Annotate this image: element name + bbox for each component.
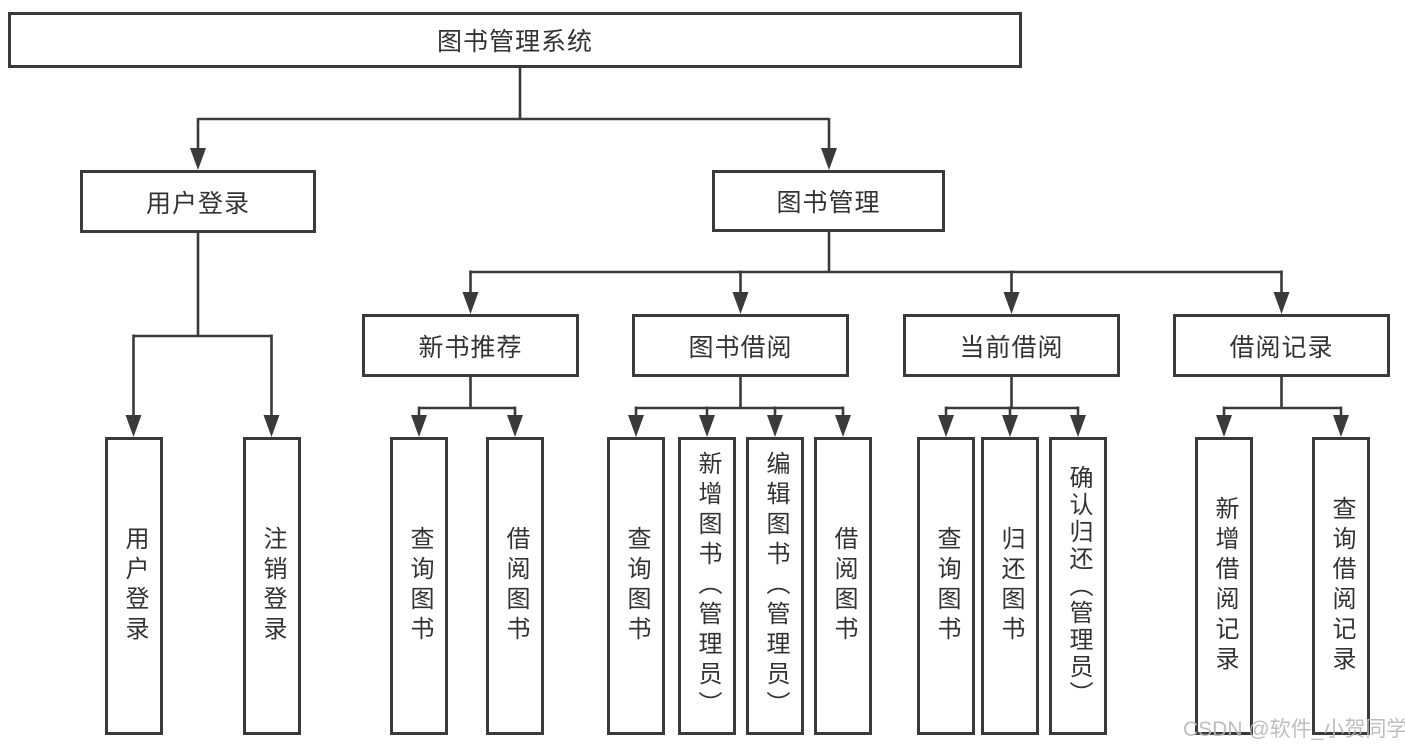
leaf-add-borrow-record: 新增借阅记录	[1195, 437, 1253, 735]
leaf-logout: 注销登录	[243, 437, 301, 735]
leaf-query-books-current: 查询图书	[917, 437, 975, 735]
connector-new-book-recommend-to-leaves	[417, 377, 517, 419]
node-label: 新书推荐	[418, 333, 523, 362]
arrow-down-icon	[628, 415, 644, 437]
node-library-management-system: 图书管理系统	[8, 12, 1022, 68]
leaf-edit-book-admin: 编辑图书（管理员）	[746, 437, 804, 735]
node-label: 查询图书	[623, 526, 650, 646]
arrow-down-icon	[1003, 292, 1020, 314]
node-label: 用户登录	[121, 526, 148, 646]
arrow-down-icon	[190, 148, 206, 170]
connector-user-login-to-leaves	[132, 233, 273, 418]
node-label: 新增图书（管理员）	[694, 451, 721, 721]
leaf-query-books-recommend: 查询图书	[390, 437, 448, 735]
node-label: 注销登录	[259, 526, 286, 646]
leaf-borrow-books-recommend: 借阅图书	[486, 437, 544, 735]
node-label: 图书管理	[776, 189, 881, 217]
connector-book-management-to-level3	[469, 232, 1283, 295]
node-current-borrow: 当前借阅	[903, 314, 1120, 377]
arrow-down-icon	[699, 415, 715, 437]
arrow-down-icon	[1273, 292, 1290, 314]
leaf-user-login: 用户登录	[105, 437, 163, 735]
leaf-add-book-admin: 新增图书（管理员）	[678, 437, 736, 735]
leaf-return-book: 归还图书	[981, 437, 1039, 735]
arrow-down-icon	[411, 415, 427, 437]
node-label: 借阅记录	[1229, 333, 1334, 362]
arrow-down-icon	[835, 415, 851, 437]
arrow-down-icon	[821, 148, 837, 170]
connector-book-borrow-to-leaves	[634, 377, 845, 419]
arrow-down-icon	[1216, 415, 1232, 437]
arrow-down-icon	[732, 292, 749, 314]
node-label: 归还图书	[997, 526, 1024, 646]
node-new-book-recommend: 新书推荐	[362, 314, 579, 377]
leaf-query-borrow-record: 查询借阅记录	[1312, 437, 1370, 735]
arrowheads	[125, 148, 1349, 437]
node-borrow-records: 借阅记录	[1173, 314, 1390, 377]
node-label: 借阅图书	[502, 526, 529, 646]
node-label: 查询借阅记录	[1328, 496, 1355, 676]
node-book-management: 图书管理	[712, 170, 945, 232]
node-label: 查询图书	[933, 526, 960, 646]
node-label: 当前借阅	[959, 333, 1064, 362]
arrow-down-icon	[1333, 415, 1349, 437]
node-label: 确认归还（管理员）	[1065, 464, 1092, 708]
arrow-down-icon	[1002, 415, 1018, 437]
node-user-login: 用户登录	[80, 170, 316, 233]
leaf-confirm-return-admin: 确认归还（管理员）	[1049, 437, 1107, 735]
node-label: 新增借阅记录	[1211, 496, 1238, 676]
connector-current-borrow-to-leaves	[944, 377, 1080, 419]
node-label: 查询图书	[406, 526, 433, 646]
leaf-query-books-borrow: 查询图书	[607, 437, 665, 735]
connector-borrow-records-to-leaves	[1222, 377, 1343, 419]
node-label: 借阅图书	[830, 526, 857, 646]
arrow-down-icon	[462, 292, 479, 314]
arrow-down-icon	[125, 415, 142, 437]
leaf-borrow-books-2: 借阅图书	[814, 437, 872, 735]
connector-root-to-level2	[196, 68, 831, 151]
arrow-down-icon	[507, 415, 523, 437]
node-label: 用户登录	[145, 189, 250, 218]
arrow-down-icon	[767, 415, 783, 437]
node-book-borrow: 图书借阅	[632, 314, 849, 377]
arrow-down-icon	[263, 415, 280, 437]
node-label: 图书借阅	[688, 333, 793, 362]
arrow-down-icon	[1070, 415, 1086, 437]
watermark: CSDN @软件_小贺同学	[1183, 718, 1405, 741]
node-label: 编辑图书（管理员）	[762, 451, 789, 721]
node-label: 图书管理系统	[436, 28, 593, 56]
arrow-down-icon	[938, 415, 954, 437]
